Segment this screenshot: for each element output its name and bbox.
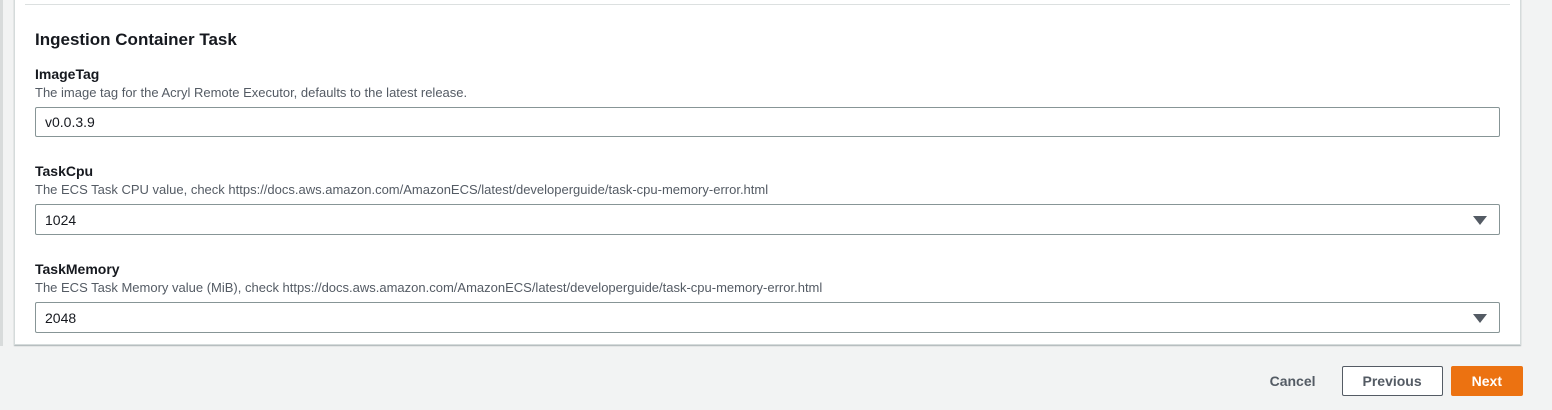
field-imagetag: ImageTag The image tag for the Acryl Rem… <box>35 65 1500 137</box>
taskmemory-description: The ECS Task Memory value (MiB), check h… <box>35 280 823 295</box>
field-taskmemory: TaskMemory The ECS Task Memory value (Mi… <box>35 260 1500 333</box>
imagetag-description: The image tag for the Acryl Remote Execu… <box>35 85 468 100</box>
previous-button[interactable]: Previous <box>1341 366 1443 396</box>
taskcpu-label: TaskCpu <box>35 163 94 179</box>
panel-body: Ingestion Container Task ImageTag The im… <box>15 30 1520 333</box>
section-heading: Ingestion Container Task <box>35 30 237 49</box>
cancel-button[interactable]: Cancel <box>1270 367 1316 395</box>
taskmemory-select-wrap: 2048 <box>35 302 1500 333</box>
taskmemory-label: TaskMemory <box>35 261 120 277</box>
taskcpu-select-wrap: 1024 <box>35 204 1500 235</box>
next-button[interactable]: Next <box>1450 366 1523 396</box>
field-taskcpu: TaskCpu The ECS Task CPU value, check ht… <box>35 162 1500 235</box>
taskcpu-description: The ECS Task CPU value, check https://do… <box>35 182 769 197</box>
section-divider <box>25 4 1510 5</box>
imagetag-label: ImageTag <box>35 66 100 82</box>
taskcpu-select[interactable]: 1024 <box>35 204 1500 235</box>
taskmemory-select[interactable]: 2048 <box>35 302 1500 333</box>
left-edge-strip <box>0 0 3 346</box>
wizard-footer: Cancel Previous Next <box>1270 366 1523 396</box>
imagetag-input[interactable] <box>35 107 1500 137</box>
parameters-panel: Ingestion Container Task ImageTag The im… <box>14 0 1521 345</box>
